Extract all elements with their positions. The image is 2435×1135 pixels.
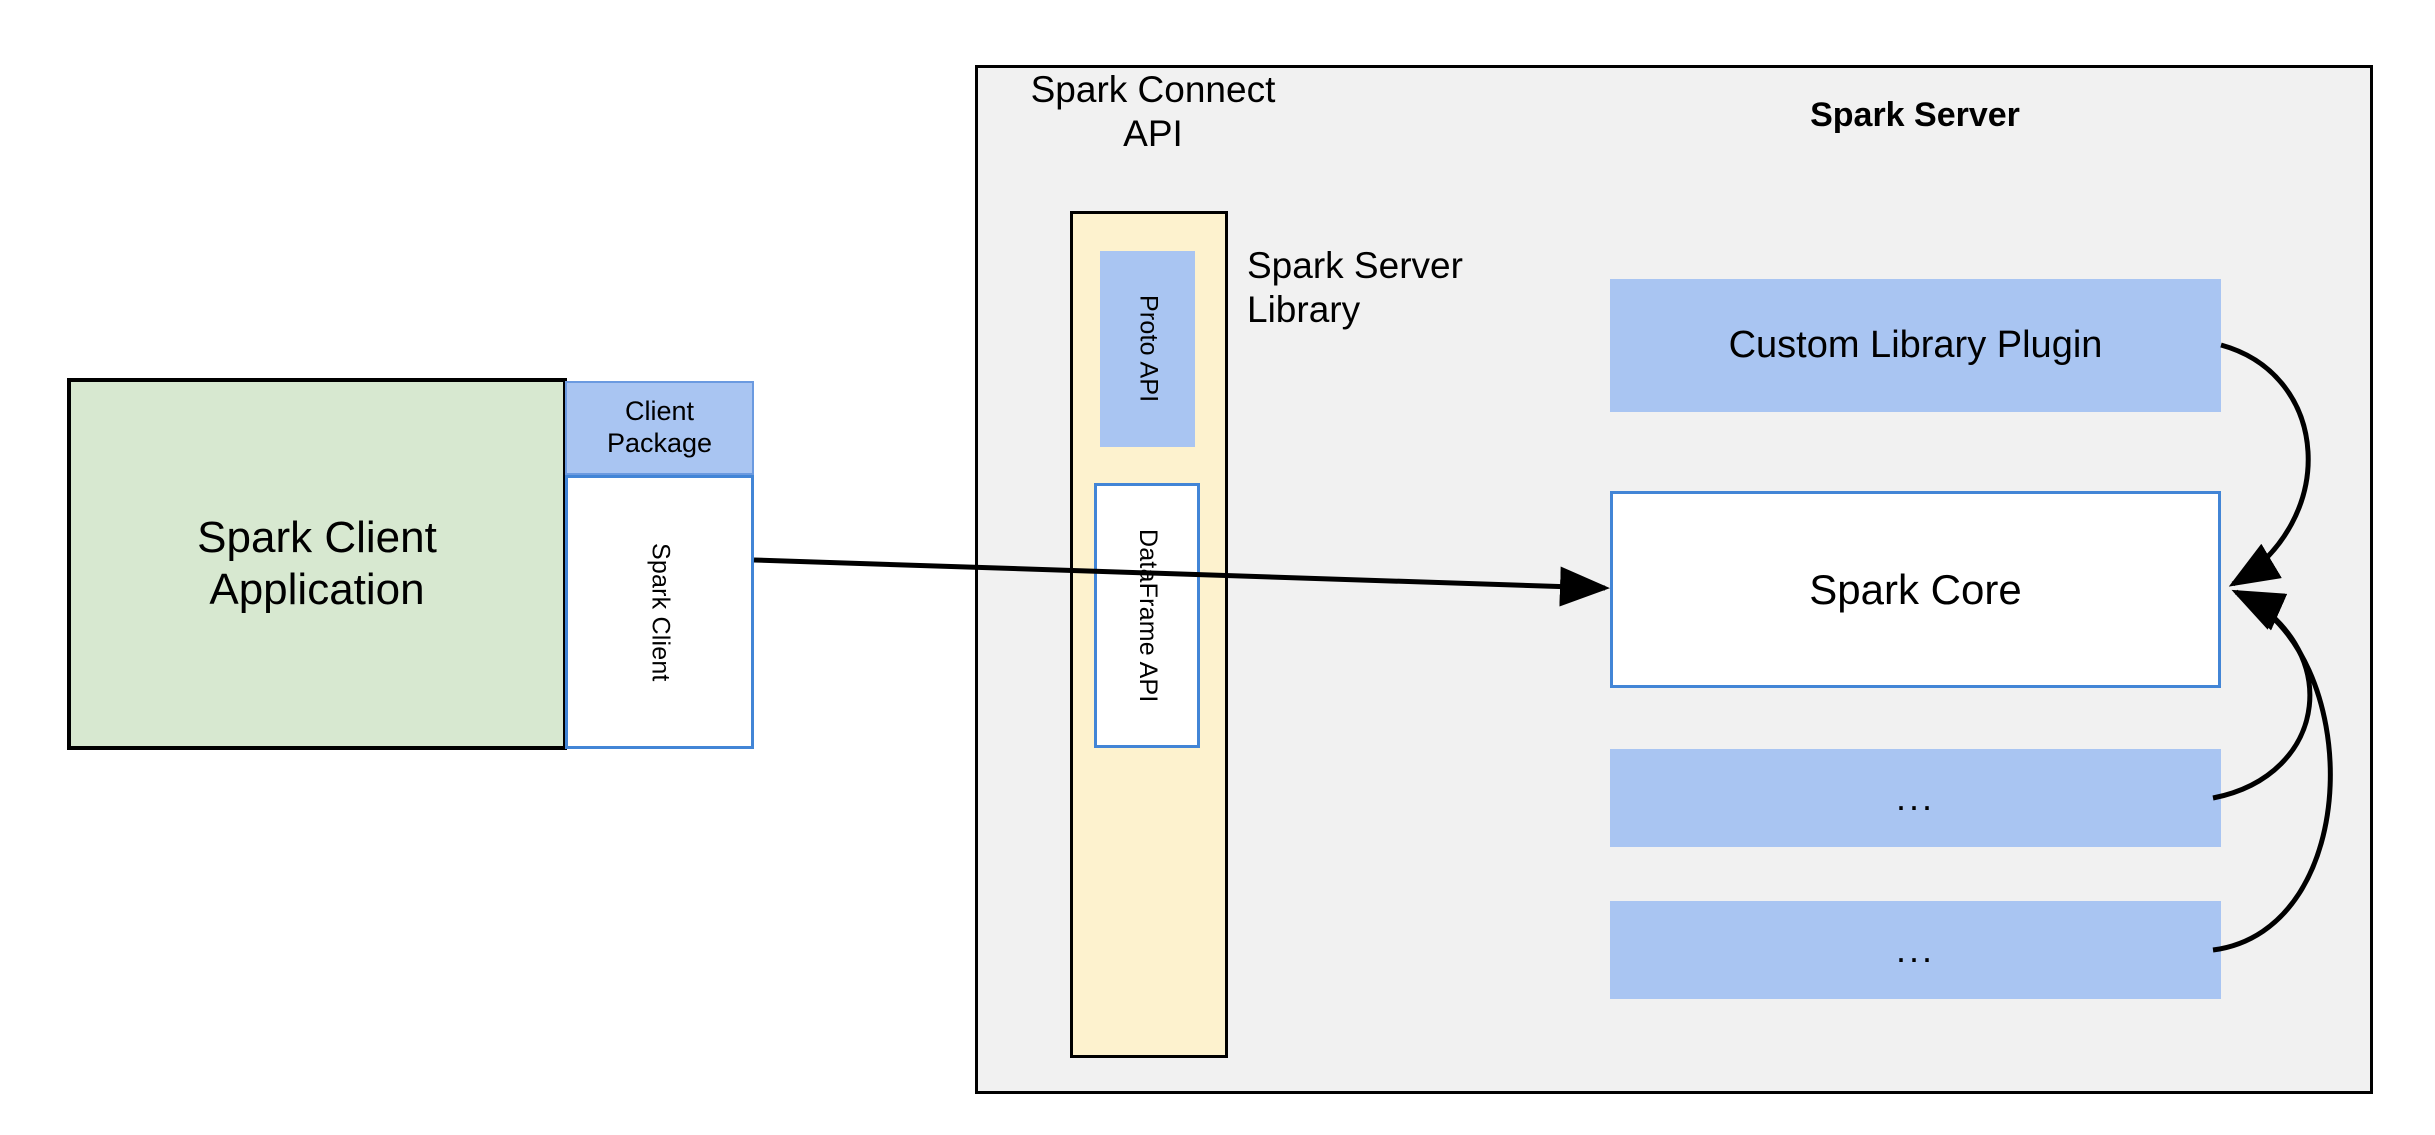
spark-server-title: Spark Server xyxy=(1810,96,2020,134)
ellipsis-label: ... xyxy=(1895,928,1935,970)
proto-api-label: Proto API xyxy=(1134,295,1163,403)
custom-library-plugin-box[interactable]: Custom Library Plugin xyxy=(1610,279,2221,412)
spark-client-application-box[interactable]: Spark Client Application xyxy=(67,378,567,750)
spark-client-box[interactable]: Spark Client xyxy=(565,475,754,749)
spark-core-box[interactable]: Spark Core xyxy=(1610,491,2221,688)
server-block-ellipsis-2[interactable]: ... xyxy=(1610,901,2221,999)
client-package-box[interactable]: Client Package xyxy=(565,381,754,475)
proto-api-box[interactable]: Proto API xyxy=(1100,251,1195,447)
spark-server-library-label: Spark Server Library xyxy=(1247,245,1463,330)
ellipsis-label: ... xyxy=(1895,776,1935,818)
dataframe-api-box[interactable]: DataFrame API xyxy=(1094,483,1200,748)
dataframe-api-label: DataFrame API xyxy=(1133,528,1162,703)
server-block-ellipsis-1[interactable]: ... xyxy=(1610,749,2221,847)
spark-client-label: Spark Client xyxy=(646,542,675,682)
spark-connect-api-label: Spark Connect API xyxy=(1030,69,1276,154)
